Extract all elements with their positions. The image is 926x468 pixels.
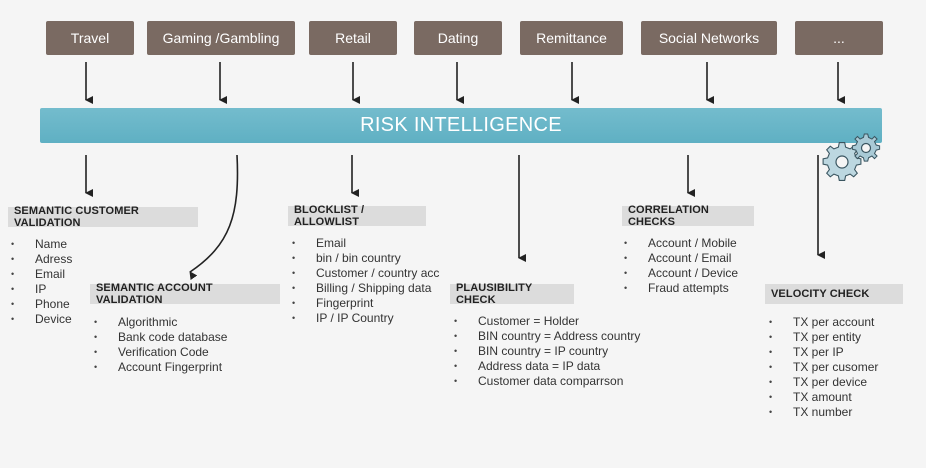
list-item: Account / Device (624, 266, 738, 281)
category-retail: Retail (309, 21, 397, 55)
list-item: Fingerprint (292, 296, 439, 311)
list-item: Adress (11, 252, 72, 267)
list-item: Customer / country acc (292, 266, 439, 281)
list-item: Account Fingerprint (94, 360, 227, 375)
list-item: BIN country = Address country (454, 329, 640, 344)
list-item: Algorithmic (94, 315, 227, 330)
list-item: TX per cusomer (769, 360, 878, 375)
category-dating: Dating (414, 21, 502, 55)
list-item: Address data = IP data (454, 359, 640, 374)
list-item: TX per account (769, 315, 878, 330)
list-item: TX amount (769, 390, 878, 405)
list-item: TX per IP (769, 345, 878, 360)
list-item: TX per device (769, 375, 878, 390)
semantic-customer-validation-title: SEMANTIC CUSTOMER VALIDATION (8, 205, 198, 229)
category-more: ... (795, 21, 883, 55)
category-gaming-gambling: Gaming /Gambling (147, 21, 295, 55)
correlation-checks-list: Account / Mobile Account / Email Account… (624, 236, 738, 296)
risk-intelligence-banner: RISK INTELLIGENCE (40, 108, 882, 143)
list-item: Verification Code (94, 345, 227, 360)
list-item: IP / IP Country (292, 311, 439, 326)
velocity-check-title: VELOCITY CHECK (765, 284, 903, 304)
plausibility-check-title: PLAUSIBILITY CHECK (450, 282, 574, 306)
list-item: TX number (769, 405, 878, 420)
list-item: Fraud attempts (624, 281, 738, 296)
list-item: TX per entity (769, 330, 878, 345)
list-item: BIN country = IP country (454, 344, 640, 359)
category-remittance: Remittance (520, 21, 623, 55)
list-item: Customer = Holder (454, 314, 640, 329)
arrow-semantic-account (189, 154, 239, 281)
velocity-check-list: TX per account TX per entity TX per IP T… (769, 315, 878, 420)
list-item: Name (11, 237, 72, 252)
blocklist-allowlist-list: Email bin / bin country Customer / count… (292, 236, 439, 326)
list-item: bin / bin country (292, 251, 439, 266)
semantic-account-validation-title: SEMANTIC ACCOUNT VALIDATION (90, 282, 280, 306)
blocklist-allowlist-title: BLOCKLIST / ALLOWLIST (288, 204, 426, 228)
list-item: Device (11, 312, 72, 327)
list-item: Email (11, 267, 72, 282)
list-item: Account / Email (624, 251, 738, 266)
semantic-customer-validation-list: Name Adress Email IP Phone Device (11, 237, 72, 327)
list-item: Phone (11, 297, 72, 312)
category-travel: Travel (46, 21, 134, 55)
gears-icon (822, 133, 881, 181)
list-item: Billing / Shipping data (292, 281, 439, 296)
semantic-account-validation-list: Algorithmic Bank code database Verificat… (94, 315, 227, 375)
list-item: IP (11, 282, 72, 297)
correlation-checks-title: CORRELATION CHECKS (622, 204, 754, 228)
list-item: Account / Mobile (624, 236, 738, 251)
list-item: Email (292, 236, 439, 251)
list-item: Bank code database (94, 330, 227, 345)
plausibility-check-list: Customer = Holder BIN country = Address … (454, 314, 640, 389)
list-item: Customer data comparrson (454, 374, 640, 389)
category-social-networks: Social Networks (641, 21, 777, 55)
